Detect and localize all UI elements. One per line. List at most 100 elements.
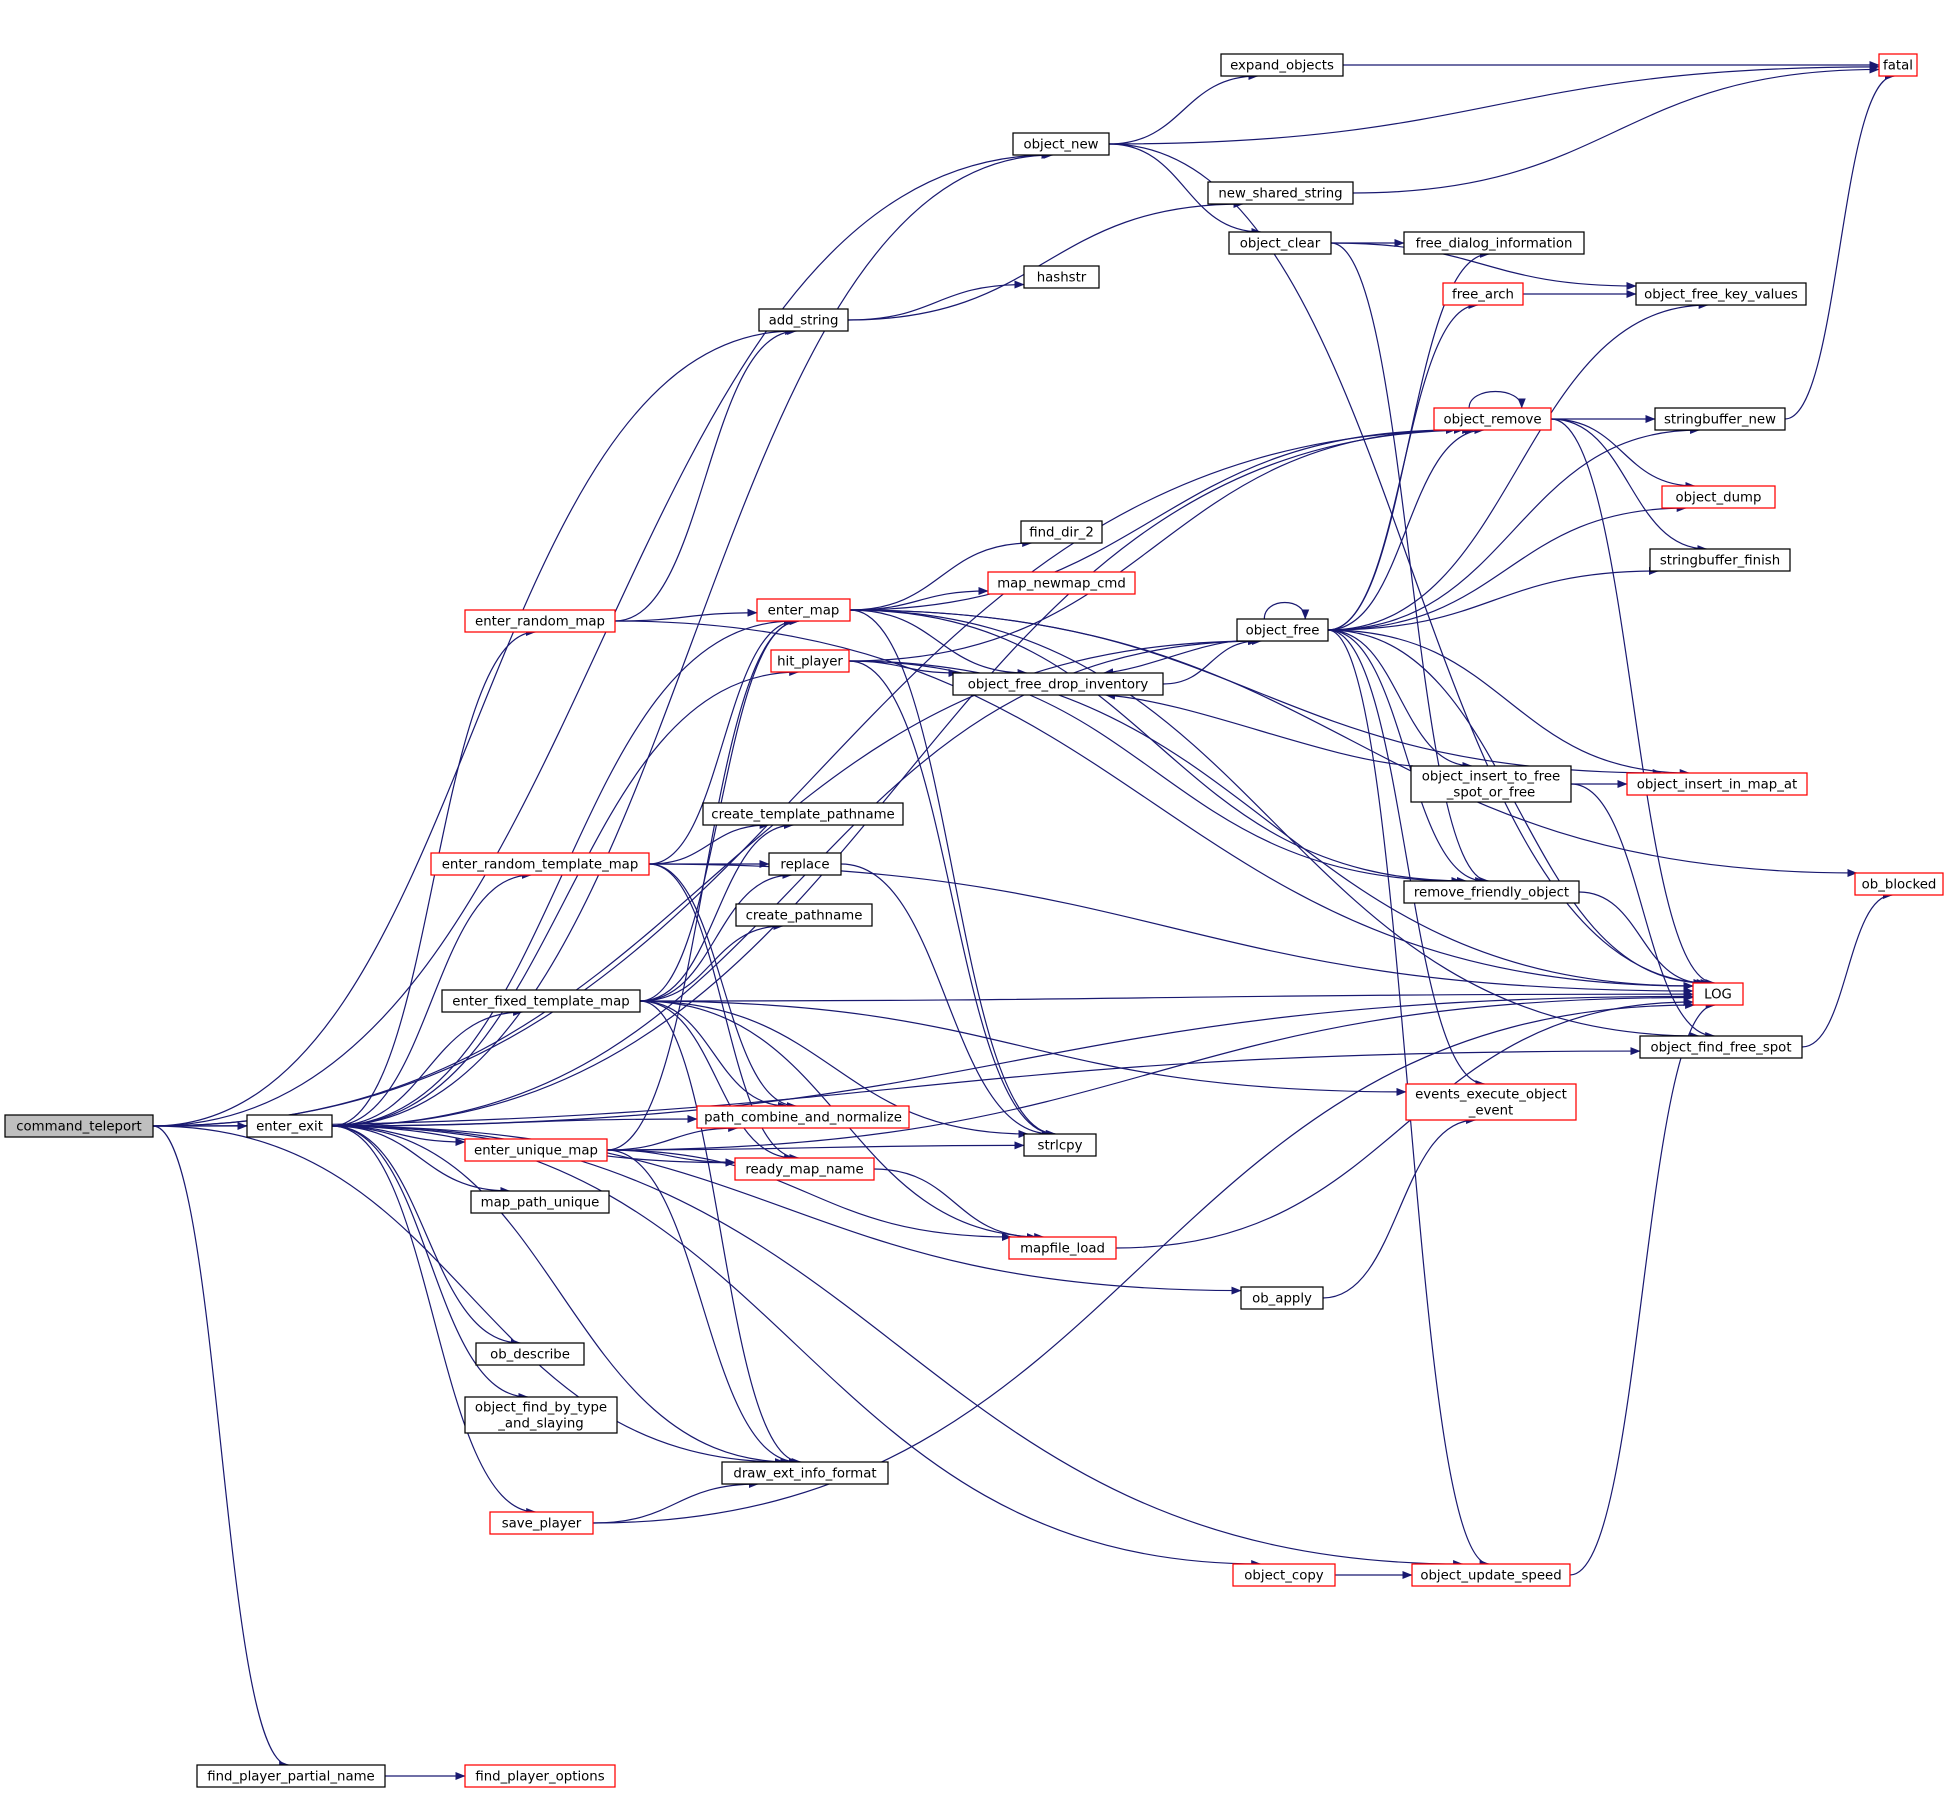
node-ob_describe[interactable]: ob_describe — [475, 1342, 585, 1366]
node-path_combine_and_normalize[interactable]: path_combine_and_normalize — [696, 1105, 910, 1129]
node-label: replace — [780, 858, 829, 873]
edge-add_string-to-new_shared_string — [847, 200, 1244, 321]
node-free_arch[interactable]: free_arch — [1442, 282, 1524, 306]
node-box — [758, 308, 849, 332]
node-enter_map[interactable]: enter_map — [756, 598, 851, 622]
node-enter_random_map[interactable]: enter_random_map — [464, 609, 616, 633]
node-box — [441, 989, 641, 1013]
node-label: enter_random_template_map — [442, 858, 639, 873]
node-stringbuffer_new[interactable]: stringbuffer_new — [1654, 407, 1786, 431]
node-label: free_arch — [1452, 288, 1514, 303]
node-object_clear[interactable]: object_clear — [1228, 231, 1332, 255]
node-enter_fixed_template_map[interactable]: enter_fixed_template_map — [441, 989, 641, 1013]
node-remove_friendly_object[interactable]: remove_friendly_object — [1403, 880, 1580, 904]
edge-save_player-to-LOG — [592, 1001, 1696, 1524]
node-find_player_options[interactable]: find_player_options — [464, 1764, 616, 1788]
node-enter_random_template_map[interactable]: enter_random_template_map — [430, 852, 650, 876]
node-box — [1411, 1563, 1571, 1587]
node-add_string[interactable]: add_string — [758, 308, 849, 332]
node-box — [1020, 520, 1103, 544]
node-stringbuffer_finish[interactable]: stringbuffer_finish — [1649, 548, 1791, 572]
node-map_path_unique[interactable]: map_path_unique — [470, 1190, 610, 1214]
node-box — [1403, 880, 1580, 904]
node-box — [987, 571, 1136, 595]
node-label: object_free_key_values — [1644, 288, 1798, 303]
node-box — [196, 1764, 386, 1788]
node-hashstr[interactable]: hashstr — [1023, 265, 1100, 289]
node-strlcpy[interactable]: strlcpy — [1023, 1133, 1097, 1157]
node-LOG[interactable]: LOG — [1692, 982, 1744, 1006]
node-save_player[interactable]: save_player — [489, 1511, 594, 1535]
edge-object_clear-to-remove_friendly_object — [1330, 242, 1490, 885]
edge-object_update_speed-to-LOG — [1569, 1001, 1716, 1576]
node-ready_map_name[interactable]: ready_map_name — [734, 1157, 875, 1181]
node-replace[interactable]: replace — [768, 852, 842, 876]
node-new_shared_string[interactable]: new_shared_string — [1207, 181, 1354, 205]
node-object_remove[interactable]: object_remove — [1433, 407, 1552, 431]
edge-command_teleport-to-find_player_partial_name — [152, 1125, 290, 1769]
node-label: find_player_options — [475, 1770, 604, 1785]
edge-enter_unique_map-to-draw_ext_info_format — [606, 1149, 799, 1466]
node-object_free[interactable]: object_free — [1236, 618, 1329, 642]
node-label: save_player — [502, 1517, 582, 1532]
node-label: object_update_speed — [1420, 1569, 1561, 1584]
node-label: find_player_partial_name — [207, 1770, 375, 1785]
node-box — [1228, 231, 1332, 255]
node-box — [1626, 772, 1808, 796]
node-box — [470, 1190, 610, 1214]
node-object_free_key_values[interactable]: object_free_key_values — [1635, 282, 1807, 306]
node-ob_blocked[interactable]: ob_blocked — [1854, 872, 1944, 896]
node-object_copy[interactable]: object_copy — [1232, 1563, 1336, 1587]
edge-new_shared_string-to-fatal — [1352, 65, 1880, 194]
node-enter_unique_map[interactable]: enter_unique_map — [464, 1138, 608, 1162]
node-mapfile_load[interactable]: mapfile_load — [1008, 1236, 1117, 1260]
node-object_free_drop_inventory[interactable]: object_free_drop_inventory — [952, 672, 1164, 696]
node-label: command_teleport — [16, 1120, 142, 1135]
node-label: free_dialog_information — [1416, 237, 1573, 252]
node-enter_exit[interactable]: enter_exit — [246, 1114, 333, 1138]
node-object_insert_in_map_at[interactable]: object_insert_in_map_at — [1626, 772, 1808, 796]
node-object_insert_to_free_spot_or_free[interactable]: object_insert_to_free_spot_or_free — [1410, 765, 1572, 803]
node-label: object_new — [1023, 138, 1098, 153]
node-object_find_by_type_and_slaying[interactable]: object_find_by_type_and_slaying — [464, 1396, 618, 1434]
edge-object_free_drop_inventory-to-object_free — [1162, 637, 1259, 685]
edge-enter_exit-to-enter_random_template_map — [331, 871, 532, 1127]
edge-object_free-to-object_dump — [1327, 504, 1687, 631]
node-label: expand_objects — [1230, 59, 1334, 74]
node-create_pathname[interactable]: create_pathname — [735, 903, 873, 927]
node-command_teleport[interactable]: command_teleport — [4, 1114, 154, 1138]
edge-enter_random_template_map-to-path_combine_and_normalize — [648, 863, 797, 1110]
node-find_player_partial_name[interactable]: find_player_partial_name — [196, 1764, 386, 1788]
node-find_dir_2[interactable]: find_dir_2 — [1020, 520, 1103, 544]
node-free_dialog_information[interactable]: free_dialog_information — [1403, 231, 1585, 255]
edge-enter_exit-to-map_path_unique — [331, 1125, 511, 1195]
node-object_new[interactable]: object_new — [1012, 132, 1110, 156]
edge-object_free-to-object_insert_in_map_at — [1327, 629, 1690, 777]
edge-enter_fixed_template_map-to-strlcpy — [639, 1000, 1029, 1138]
node-label: strlcpy — [1038, 1139, 1083, 1154]
node-ob_apply[interactable]: ob_apply — [1240, 1286, 1324, 1310]
node-hit_player[interactable]: hit_player — [770, 649, 850, 673]
node-fatal[interactable]: fatal — [1878, 53, 1918, 77]
node-label: object_free_drop_inventory — [968, 678, 1149, 693]
node-object_update_speed[interactable]: object_update_speed — [1411, 1563, 1571, 1587]
node-create_template_pathname[interactable]: create_template_pathname — [702, 802, 904, 826]
node-object_find_free_spot[interactable]: object_find_free_spot — [1639, 1035, 1803, 1059]
node-box — [464, 1396, 618, 1434]
node-box — [1878, 53, 1918, 77]
edge-enter_exit-to-object_new — [331, 151, 1054, 1127]
nodes-layer: command_teleport enter_exit find_player_pa… — [4, 53, 1944, 1788]
node-box — [246, 1114, 333, 1138]
node-box — [770, 649, 850, 673]
edge-save_player-to-draw_ext_info_format — [592, 1480, 759, 1524]
node-object_dump[interactable]: object_dump — [1661, 485, 1776, 509]
edge-ready_map_name-to-mapfile_load — [873, 1168, 1037, 1241]
node-draw_ext_info_format[interactable]: draw_ext_info_format — [721, 1461, 889, 1485]
node-events_execute_object_event[interactable]: events_execute_object_event — [1405, 1083, 1577, 1121]
edge-enter_random_map-to-add_string — [614, 327, 798, 622]
edge-enter_exit-to-object_free — [331, 637, 1262, 1127]
node-label: ob_describe — [490, 1348, 570, 1363]
node-expand_objects[interactable]: expand_objects — [1220, 53, 1344, 77]
node-map_newmap_cmd[interactable]: map_newmap_cmd — [987, 571, 1136, 595]
node-label: fatal — [1883, 59, 1913, 74]
